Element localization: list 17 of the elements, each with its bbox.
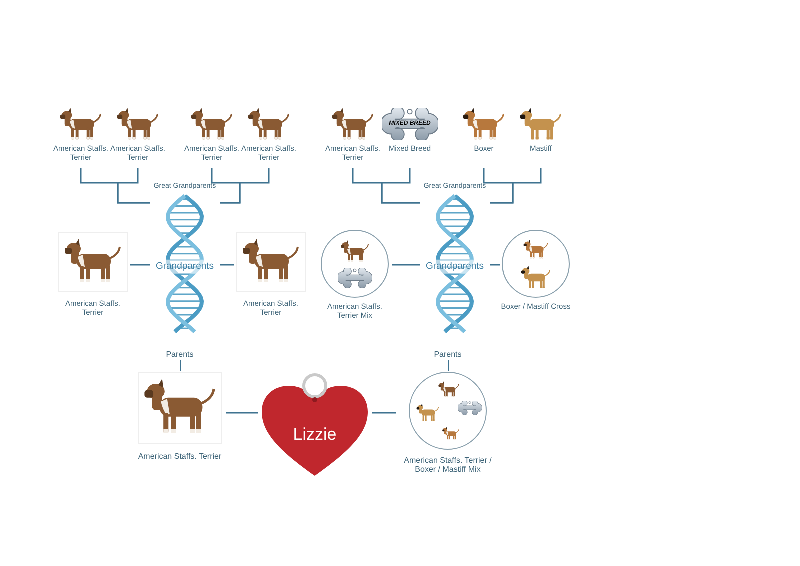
connector-line — [220, 264, 234, 266]
generation-label: Grandparents — [154, 260, 216, 274]
connector-line — [117, 168, 150, 204]
section-heading: Parents — [165, 350, 195, 360]
connector-line — [372, 412, 396, 414]
connector-line — [381, 168, 420, 204]
connector-line — [392, 264, 420, 266]
connector-line — [226, 412, 258, 414]
connector-line — [490, 264, 500, 266]
section-heading: Parents — [433, 350, 463, 360]
node-label: American Staffs. Terrier — [137, 452, 223, 462]
connector-line — [490, 168, 542, 204]
connector-line — [220, 168, 270, 204]
tag-name: Lizzie — [292, 424, 338, 446]
node-label: American Staffs. Terrier / Boxer / Mastiff Mix — [403, 456, 493, 474]
generation-label: Grandparents — [424, 260, 486, 274]
connector-line — [130, 264, 150, 266]
